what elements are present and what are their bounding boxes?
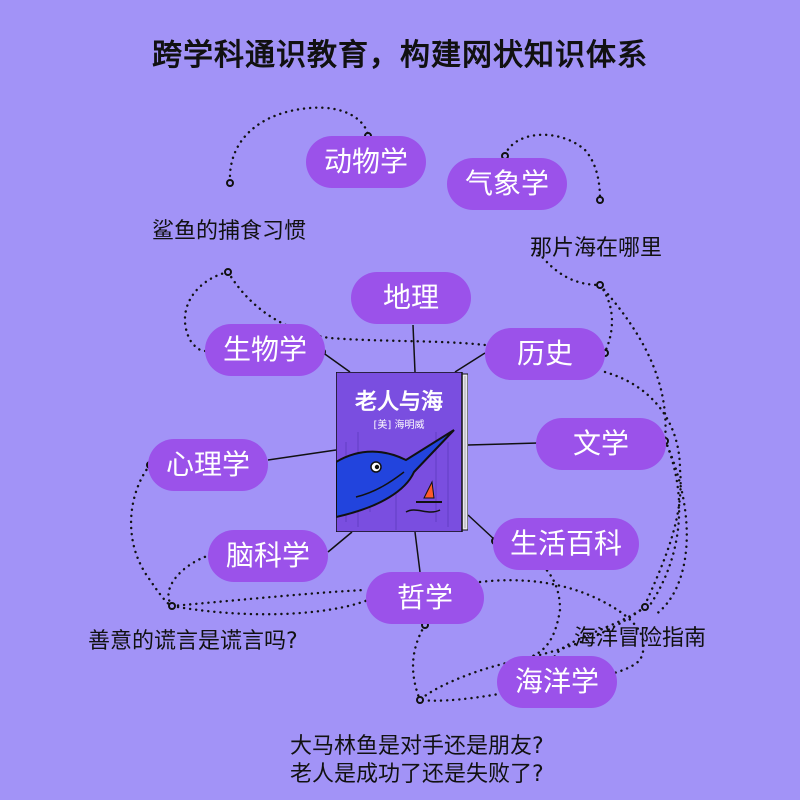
dotted-link [418, 579, 645, 702]
boat-icon [423, 480, 435, 499]
dotted-link [170, 588, 367, 608]
dotted-link [170, 598, 370, 616]
dotted-link [411, 623, 427, 702]
subject-philosophy[interactable]: 哲学 [366, 572, 484, 624]
subject-oceanography[interactable]: 海洋学 [497, 656, 617, 708]
dotted-link [493, 538, 562, 662]
topic-white-lie: 善意的谎言是谎言吗? [88, 629, 298, 654]
dotted-link [503, 133, 602, 202]
book-author: [美] 海明威 [373, 420, 425, 431]
dotted-link [533, 246, 602, 287]
topic-marlin-line1: 大马林鱼是对手还是朋友? [290, 734, 544, 759]
dotted-link [129, 463, 174, 608]
subject-life-encyclopedia[interactable]: 生活百科 [493, 518, 639, 570]
dotted-link [648, 438, 681, 607]
subject-history[interactable]: 历史 [485, 328, 605, 380]
subject-psychology[interactable]: 心理学 [148, 439, 268, 491]
dotted-link [603, 370, 682, 607]
topic-ocean-guide: 海洋冒险指南 [574, 626, 707, 651]
book-title: 老人与海 [354, 389, 443, 415]
subject-geography[interactable]: 地理 [351, 272, 471, 324]
marlin-icon [335, 429, 455, 519]
subject-neuroscience[interactable]: 脑科学 [208, 530, 328, 582]
subject-meteorology[interactable]: 气象学 [447, 158, 567, 210]
dotted-link [653, 438, 688, 617]
subject-literature[interactable]: 文学 [536, 418, 666, 470]
connector-dot [226, 179, 234, 187]
book-cover[interactable]: 老人与海 [美] 海明威 [335, 371, 469, 533]
connector-dot [596, 196, 604, 204]
dotted-link [226, 270, 487, 347]
topic-marlin-line2: 老人是成功了还是失败了? [290, 762, 544, 787]
connector-dot [416, 696, 424, 704]
connector-dot [641, 603, 649, 611]
dotted-link [167, 553, 212, 608]
subject-zoology[interactable]: 动物学 [306, 136, 426, 188]
page-title: 跨学科通识教育，构建网状知识体系 [152, 38, 648, 73]
subject-biology[interactable]: 生物学 [205, 324, 325, 376]
topic-shark: 鲨鱼的捕食习惯 [152, 219, 307, 244]
dotted-link [228, 106, 370, 184]
topic-sea-location: 那片海在哪里 [530, 236, 663, 261]
connector-dot [224, 268, 232, 276]
dotted-link [598, 283, 667, 442]
connector-dot [596, 281, 604, 289]
dotted-link [183, 270, 230, 353]
connector-dot [168, 602, 176, 610]
